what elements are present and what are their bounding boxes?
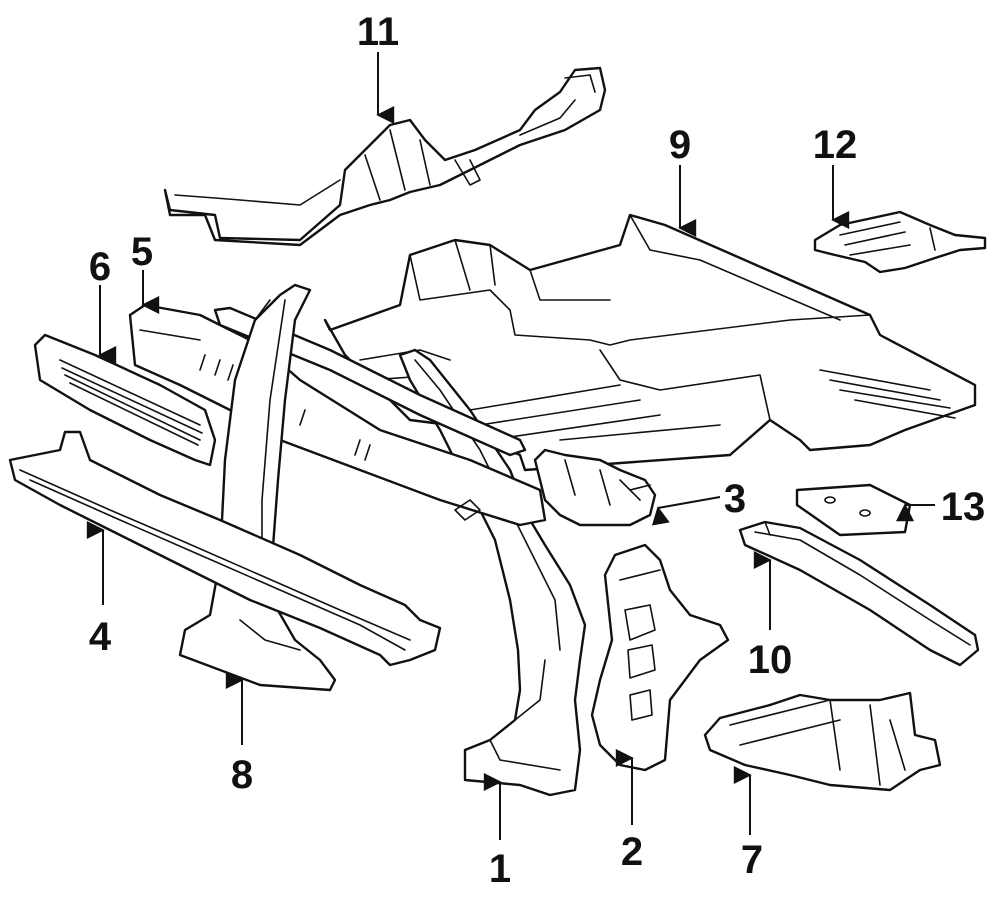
part-4-outer-rocker (8, 430, 442, 667)
callout-11: 11 (357, 10, 399, 54)
callout-labels: 11 12 9 5 6 3 13 4 10 8 2 7 1 (89, 10, 985, 891)
callout-3: 3 (724, 477, 746, 521)
callout-4: 4 (89, 615, 112, 659)
part-12-bracket (813, 210, 987, 274)
part-11-crossmember (163, 66, 607, 247)
callout-13: 13 (941, 485, 986, 529)
callout-7: 7 (741, 838, 763, 882)
part-2-reinforcement (590, 543, 730, 772)
callout-10: 10 (748, 638, 793, 682)
callout-6: 6 (89, 245, 111, 289)
callout-12: 12 (813, 123, 858, 167)
part-3-bracket (533, 448, 657, 527)
part-6-molding (33, 333, 217, 467)
part-10-rail (738, 520, 980, 667)
part-7-bracket (703, 691, 942, 792)
callout-9: 9 (669, 123, 691, 167)
callout-8: 8 (231, 753, 253, 797)
part-13-plate (795, 483, 912, 537)
part-9-floor-pan (323, 213, 977, 472)
leader-3 (651, 496, 721, 526)
callout-2: 2 (621, 830, 643, 874)
callout-1: 1 (489, 847, 511, 891)
callout-5: 5 (131, 230, 153, 274)
part-8-pillar (178, 283, 337, 692)
part-5-inner-rocker (128, 303, 547, 527)
leader-arrows (86, 52, 935, 840)
